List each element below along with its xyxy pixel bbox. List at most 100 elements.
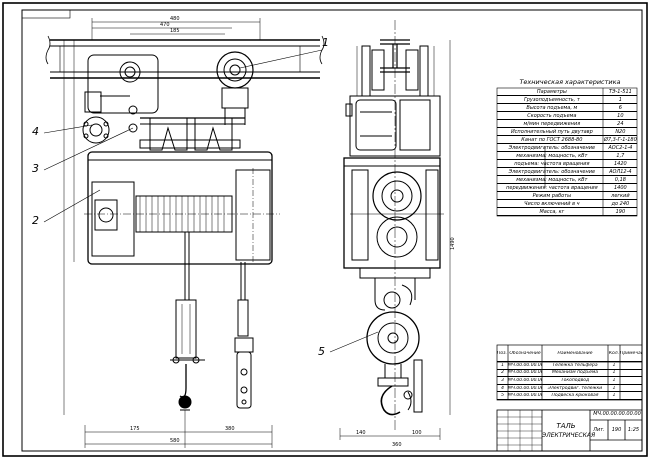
parts-cell: МЧ.00.00.00.00.04 [508, 385, 542, 391]
side-view: 1490 140 100 360 [339, 20, 456, 448]
tech-param: Режим работы [532, 193, 572, 199]
parts-cell: 1 [612, 393, 616, 399]
tech-param: Грузоподъемность, т [523, 97, 580, 103]
tech-value: ТЭ-1-511 [608, 89, 632, 95]
tech-param: Высота подъема, м [526, 105, 578, 111]
tech-param: механизма: мощность, кВт [516, 153, 588, 159]
title-mass: 190 [611, 427, 622, 433]
parts-list-header: Поз. обозн.ОбозначениеНаименованиеКол.Пр… [497, 345, 642, 362]
svg-text:360: 360 [392, 442, 402, 448]
svg-text:580: 580 [170, 438, 180, 444]
parts-cell: 3 [501, 377, 504, 383]
parts-list-row: 5 МЧ.00.00.00.00.05 Подвеска крюковая 1 [497, 392, 642, 400]
title-stage: Лит. [593, 427, 605, 433]
parts-cell: 4 [501, 385, 504, 391]
tech-table-row: м/мин передвижения 24 [497, 120, 637, 128]
tech-table-row: механизма: мощность, кВт 1,7 [497, 152, 637, 160]
parts-cell: Поз. обозн. [497, 350, 508, 356]
parts-cell: МЧ.00.00.00.00.03 [508, 377, 542, 383]
parts-cell: МЧ.00.00.00.00.05 [508, 393, 542, 399]
title-name-line2: ЭЛЕКТРИЧЕСКАЯ [542, 432, 596, 439]
tech-param: Исполнительный путь двутавр [510, 129, 593, 135]
tech-table-row: Исполнительный путь двутавр N20 [497, 128, 637, 136]
parts-list-row: 1 МЧ.00.00.00.00.01 Тележка тельфера 1 [497, 362, 642, 370]
svg-text:100: 100 [412, 430, 422, 436]
parts-list-grid [496, 344, 643, 401]
callout-leaders [43, 49, 379, 353]
tech-value: АОС2-1-4 [608, 145, 633, 151]
tech-table-title: Техническая характеристика [519, 78, 621, 86]
tech-value: АОЛ12-4 [609, 169, 632, 175]
callout-4: 4 [32, 125, 39, 138]
svg-text:470: 470 [160, 22, 170, 28]
tech-table-row: Высота подъема, м 6 [497, 104, 637, 112]
tech-table-row: Режим работы легкий [497, 192, 637, 200]
tech-value: Ø7,3-Г-1-180 [603, 137, 637, 143]
tech-param: Параметры [536, 89, 567, 95]
svg-text:480: 480 [170, 16, 180, 22]
svg-text:140: 140 [356, 430, 366, 436]
parts-cell: Обозначение [509, 350, 541, 356]
tech-param: Число включений в ч [524, 201, 580, 207]
tech-param: механизма: мощность, кВт [516, 177, 588, 183]
parts-cell: 1 [501, 362, 504, 368]
tech-param: Скорость подъема [527, 113, 577, 119]
title-name-line1: ТАЛЬ [556, 422, 576, 430]
parts-cell: Тележка тельфера [552, 362, 598, 368]
tech-value: легкий [611, 193, 630, 199]
tech-table-header: Параметры ТЭ-1-511 [497, 88, 637, 96]
callout-1: 1 [322, 36, 329, 49]
parts-cell: Подвеска крюковая [551, 393, 599, 399]
parts-cell: Кол. [608, 350, 620, 356]
parts-cell: Токоподвод [560, 377, 590, 383]
inner-frame [21, 9, 643, 452]
parts-cell: МЧ.00.00.00.00.01 [508, 362, 542, 368]
tech-value: 0,18 [614, 177, 626, 183]
parts-cell: 1 [612, 362, 616, 368]
parts-cell: 1 [612, 385, 616, 391]
front-view: 480 470 185 [45, 16, 325, 448]
tech-value: 1,7 [616, 153, 625, 159]
callout-3: 3 [32, 162, 39, 175]
svg-text:185: 185 [170, 28, 180, 34]
parts-cell: 1 [612, 377, 616, 383]
title-code: МЧ.00.00.00.00.00 [593, 411, 641, 417]
tech-table-row: Масса, кг 190 [497, 208, 637, 216]
tech-param: Масса, кг [539, 209, 565, 215]
tech-value: 6 [618, 105, 622, 111]
tech-param: Электродвигатель: обозначение [508, 169, 596, 175]
svg-text:380: 380 [225, 426, 235, 432]
tech-value: 24 [617, 121, 624, 127]
parts-cell: 5 [501, 393, 504, 399]
tech-value: 1400 [614, 185, 627, 191]
tech-value: N20 [615, 129, 626, 135]
parts-cell: 1 [612, 370, 616, 376]
parts-cell: Наименование [557, 350, 593, 356]
callout-5: 5 [318, 345, 325, 358]
parts-list-row: 3 МЧ.00.00.00.00.03 Токоподвод 1 [497, 377, 642, 385]
parts-cell: Механизм подъема [551, 370, 599, 376]
title-block-grid [496, 409, 643, 452]
parts-cell: 2 [501, 370, 504, 376]
tech-table-row: Электродвигатель: обозначение АОЛ12-4 [497, 168, 637, 176]
tech-table-row: Грузоподъемность, т 1 [497, 96, 637, 104]
parts-cell: Электродвиг. тележки [547, 385, 603, 391]
svg-text:1490: 1490 [450, 237, 456, 250]
callout-2: 2 [32, 214, 39, 227]
tech-table-row: механизма: мощность, кВт 0,18 [497, 176, 637, 184]
tech-param: м/мин передвижения [523, 121, 581, 127]
svg-text:175: 175 [130, 426, 140, 432]
tech-value: 1 [618, 97, 622, 103]
parts-list-row: 4 МЧ.00.00.00.00.04 Электродвиг. тележки 1 [497, 385, 642, 393]
tech-value: 190 [615, 209, 626, 215]
